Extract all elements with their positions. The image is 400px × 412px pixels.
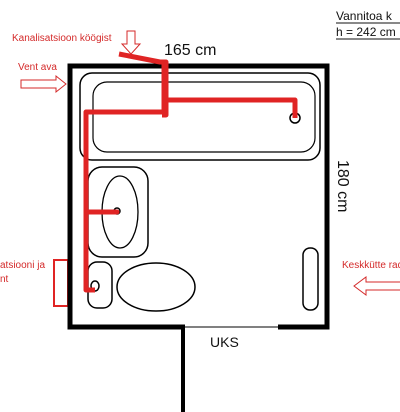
central-heating-label: Keskkütte rad xyxy=(342,260,400,271)
door-label: UKS xyxy=(210,334,239,350)
kitchen-sewer-label: Kanalisatsioon köögist xyxy=(12,33,112,44)
kitchen-sewer-arrow xyxy=(120,30,142,55)
riser-box xyxy=(53,259,69,307)
central-heating-arrow xyxy=(353,276,400,296)
sewer-pipe-main xyxy=(83,62,167,293)
left-sewer-vent-label: atsiooni ja xyxy=(0,260,45,271)
plan-title: Vannitoa k xyxy=(336,9,393,23)
toilet-bowl xyxy=(116,262,196,312)
vent-label: Vent ava xyxy=(18,62,57,73)
radiator xyxy=(302,247,319,311)
depth-dimension: 180 cm xyxy=(334,160,351,212)
width-dimension: 165 cm xyxy=(164,42,216,59)
wall-outline xyxy=(67,63,330,330)
ceiling-height: h = 242 cm xyxy=(336,25,396,39)
vent-arrow xyxy=(20,74,67,94)
left-sewer-vent-label-2: nt xyxy=(0,274,9,285)
bathtub-inner xyxy=(92,81,316,153)
bathtub xyxy=(79,72,321,161)
